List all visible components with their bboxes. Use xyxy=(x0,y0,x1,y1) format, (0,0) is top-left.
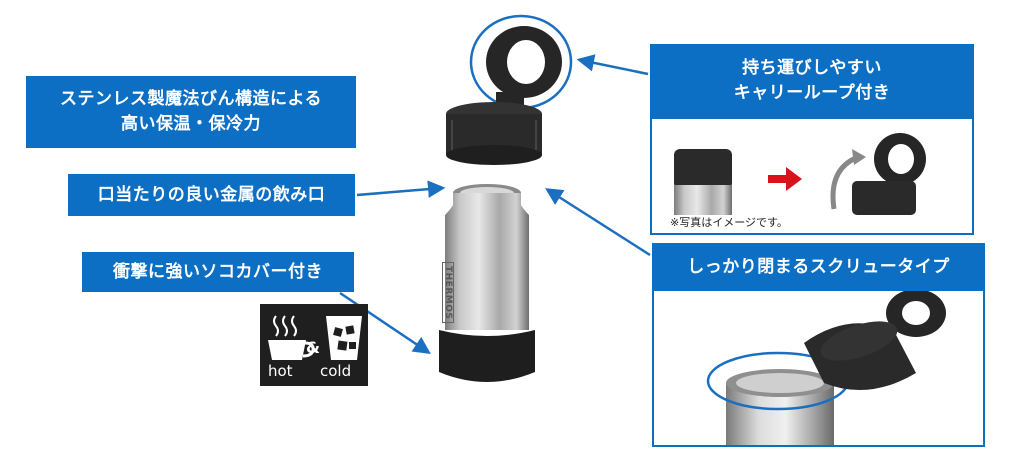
raised-loop-lid-icon xyxy=(852,133,926,215)
hot-label: hot xyxy=(268,362,293,380)
mouth-callout-text: 口当たりの良い金属の飲み口 xyxy=(97,184,326,205)
red-right-arrow-icon xyxy=(768,167,802,191)
cold-glass-icon xyxy=(326,316,362,360)
image-disclaimer-note: ※写真はイメージです。 xyxy=(670,216,788,229)
cold-label: cold xyxy=(320,362,352,380)
bottle-brand-label: THERMOS xyxy=(442,262,454,324)
floating-lid-icon xyxy=(804,291,946,391)
mouth-callout: 口当たりの良い金属の飲み口 xyxy=(68,174,355,216)
loop-detail-illustration xyxy=(674,133,926,215)
mouth-arrow xyxy=(356,180,446,198)
cover-arrow xyxy=(339,291,431,354)
lid-cap-icon xyxy=(446,102,542,165)
screw-detail-panel xyxy=(652,289,985,447)
bottle-neck-icon xyxy=(726,369,834,445)
screw-callout-text: しっかり閉まるスクリュータイプ xyxy=(687,256,950,277)
closed-lid-icon xyxy=(674,149,732,215)
screw-arrow xyxy=(545,188,651,257)
ampersand-label: & xyxy=(306,338,320,357)
cover-callout-text: 衝撃に強いソコカバー付き xyxy=(113,261,323,282)
insulation-callout-line1: ステンレス製魔法びん構造による xyxy=(60,89,322,110)
insulation-callout: ステンレス製魔法びん構造による 高い保温・保冷力 xyxy=(26,76,356,148)
loop-callout: 持ち運びしやすい キャリーループ付き xyxy=(650,44,974,118)
hot-cold-badge: & hot cold xyxy=(260,304,368,386)
loop-arrow xyxy=(576,54,649,76)
insulation-callout-line2: 高い保温・保冷力 xyxy=(121,114,261,134)
loop-callout-line1: 持ち運びしやすい xyxy=(742,58,882,79)
loop-detail-panel: ※写真はイメージです。 xyxy=(650,117,974,235)
loop-callout-line2: キャリーループ付き xyxy=(733,83,891,103)
screw-detail-illustration xyxy=(706,291,946,445)
cover-callout: 衝撃に強いソコカバー付き xyxy=(82,252,354,292)
curved-rotate-arrow-icon xyxy=(830,154,860,210)
hot-cup-icon xyxy=(268,315,315,360)
screw-callout: しっかり閉まるスクリュータイプ xyxy=(652,243,985,291)
bottle-body-icon xyxy=(439,184,535,382)
